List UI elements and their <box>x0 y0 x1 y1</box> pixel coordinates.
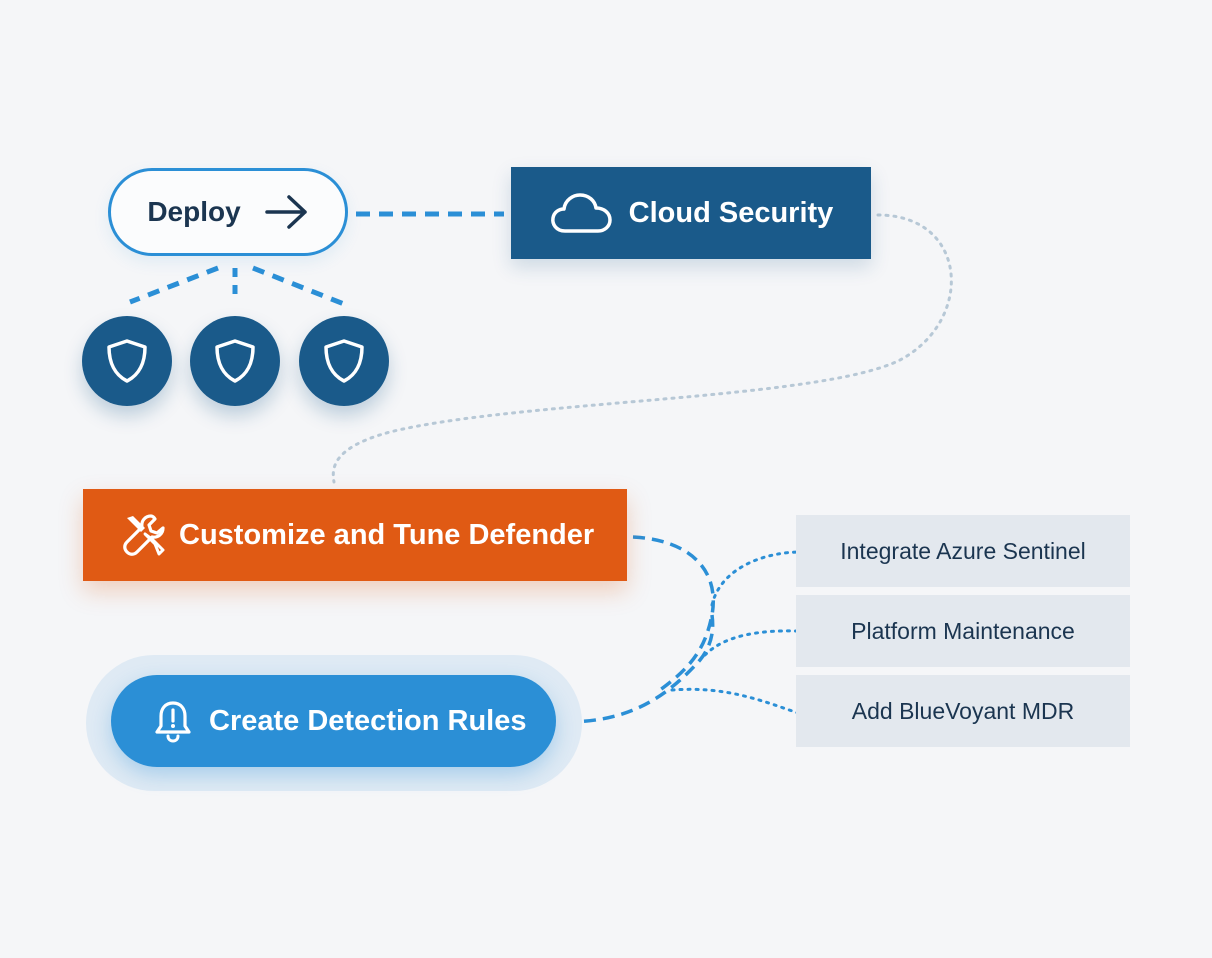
shield-node-3 <box>299 316 389 406</box>
shield-icon <box>322 337 366 385</box>
cloud-security-label: Cloud Security <box>628 196 834 229</box>
shield-icon <box>213 337 257 385</box>
shield-icon <box>105 337 149 385</box>
connector-hub-option-1 <box>710 550 800 607</box>
create-detection-rules-button[interactable]: Create Detection Rules <box>111 675 556 767</box>
deploy-label: Deploy <box>147 196 241 227</box>
option-integrate-azure-sentinel[interactable]: Integrate Azure Sentinel <box>796 515 1130 587</box>
shield-node-1 <box>82 316 172 406</box>
tools-icon <box>121 512 167 558</box>
arrow-right-icon <box>264 194 309 230</box>
deploy-button[interactable]: Deploy <box>108 168 348 256</box>
connector-deploy-shield-1 <box>129 265 219 305</box>
connector-hub-option-2 <box>703 629 800 657</box>
connector-customize-hub <box>632 535 715 692</box>
option-label: Platform Maintenance <box>851 617 1075 644</box>
option-add-bluevoyant-mdr[interactable]: Add BlueVoyant MDR <box>796 675 1130 747</box>
detection-label: Create Detection Rules <box>209 704 527 737</box>
alert-bell-icon <box>153 699 193 743</box>
option-label: Add BlueVoyant MDR <box>851 697 1075 724</box>
connector-deploy-shield-3 <box>252 265 345 307</box>
option-label: Integrate Azure Sentinel <box>840 537 1086 564</box>
connector-hub-option-3 <box>670 687 800 715</box>
cloud-icon <box>549 191 613 235</box>
shield-node-2 <box>190 316 280 406</box>
cloud-security-box[interactable]: Cloud Security <box>511 167 871 259</box>
customize-tune-defender-box[interactable]: Customize and Tune Defender <box>83 489 627 581</box>
option-platform-maintenance[interactable]: Platform Maintenance <box>796 595 1130 667</box>
customize-label: Customize and Tune Defender <box>179 518 595 551</box>
connector-detection-hub <box>564 614 715 724</box>
